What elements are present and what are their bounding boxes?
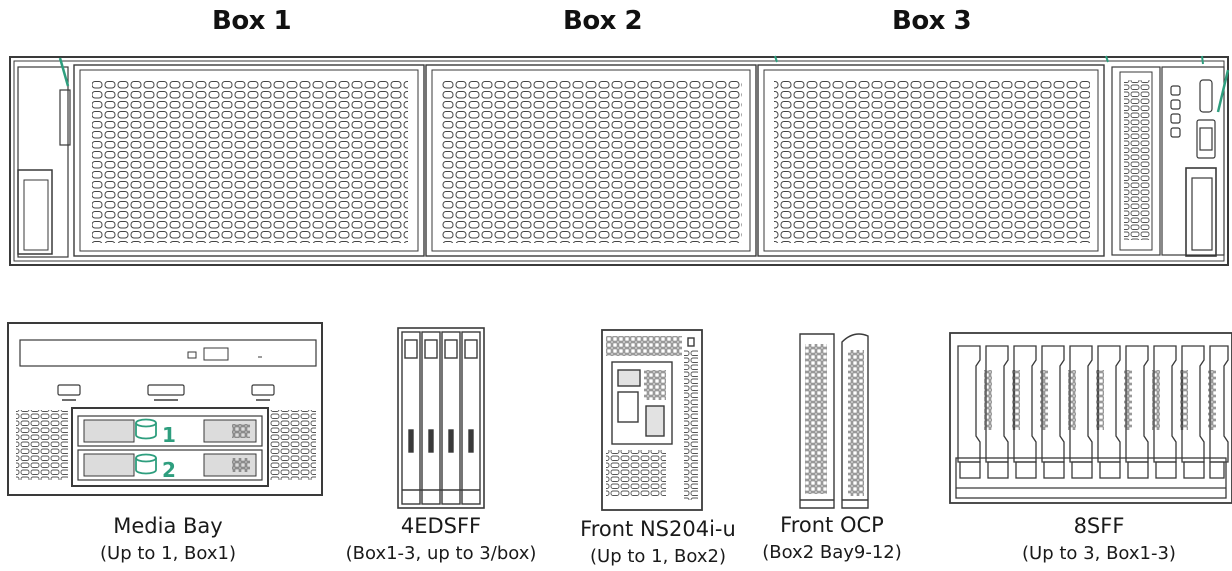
right-latch-accent (1216, 69, 1230, 113)
box-3-label: Box 3 (892, 6, 972, 36)
edsff-title: 4EDSFF (400, 514, 482, 538)
box-2-label: Box 2 (563, 6, 643, 36)
front-ocp-caption: Front OCP (Box2 Bay9-12) (752, 512, 912, 566)
box-3-bezel (757, 64, 1105, 257)
server-chassis (9, 56, 1229, 266)
box-1-bezel (73, 64, 425, 257)
media-bay-drive-icons (135, 418, 157, 475)
box-1-label: Box 1 (212, 6, 292, 36)
left-latch-accent (58, 57, 70, 87)
front-ocp-detail: (Box2 Bay9-12) (762, 542, 902, 563)
edsff-detail: (Box1-3, up to 3/box) (345, 543, 537, 564)
ns204i-title: Front NS204i-u (580, 517, 736, 541)
sff-title: 8SFF (1073, 514, 1125, 538)
media-bay-caption: Media Bay (Up to 1, Box1) (60, 513, 276, 567)
media-bay-detail: (Up to 1, Box1) (100, 543, 236, 564)
media-bay-illustration (7, 322, 323, 496)
ns204i-caption: Front NS204i-u (Up to 1, Box2) (566, 516, 750, 570)
right-vent-panel (1111, 66, 1161, 256)
sff-caption: 8SFF (Up to 3, Box1-3) (1004, 513, 1194, 567)
edsff-illustration (397, 327, 485, 509)
front-control-panel (1161, 66, 1225, 257)
front-ocp-illustration (799, 333, 869, 509)
box-2-bezel (425, 64, 757, 257)
media-bay-title: Media Bay (113, 514, 223, 538)
media-bay-number-1: 1 (162, 423, 176, 447)
media-bay-number-2: 2 (162, 458, 176, 482)
front-ocp-title: Front OCP (780, 513, 884, 537)
ns204i-illustration (601, 329, 703, 511)
edsff-caption: 4EDSFF (Box1-3, up to 3/box) (326, 513, 556, 567)
sff-illustration (949, 332, 1232, 504)
sff-detail: (Up to 3, Box1-3) (1022, 543, 1176, 564)
ns204i-detail: (Up to 1, Box2) (590, 546, 726, 567)
